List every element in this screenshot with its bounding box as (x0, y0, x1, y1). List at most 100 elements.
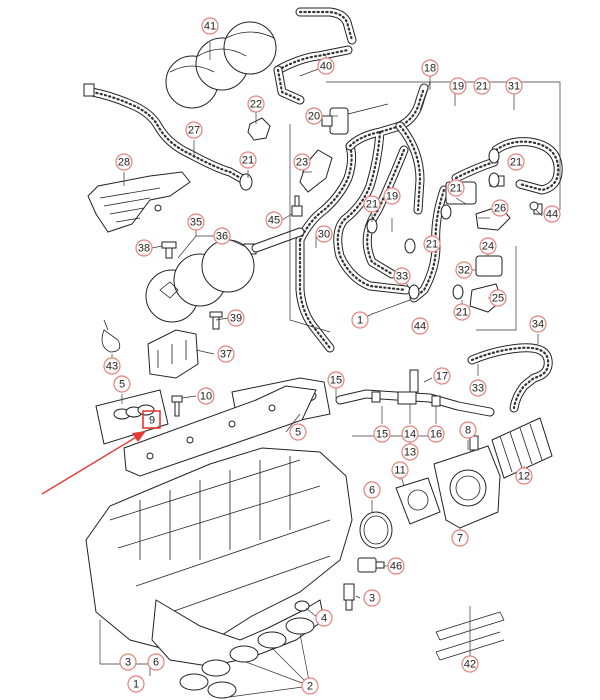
seal-4 (294, 600, 310, 612)
callout-circle (127, 675, 145, 693)
seal-6 (359, 511, 393, 549)
callout-circle (489, 289, 507, 307)
callout-circle (351, 311, 369, 329)
callout-circle (305, 107, 323, 125)
callout-number: 1 (357, 315, 363, 327)
callout-circle (491, 199, 509, 217)
callout-number: 10 (200, 391, 212, 403)
callout-circle (461, 655, 479, 673)
callout-7: 7 (451, 529, 469, 547)
callout-number: 3 (369, 593, 375, 605)
callout-13: 13 (401, 443, 419, 461)
callout-23: 23 (293, 153, 311, 171)
callout-15: 15 (327, 371, 345, 389)
callout-number: 35 (190, 217, 202, 229)
callout-number: 18 (424, 63, 436, 75)
callout-circle (469, 379, 487, 397)
callout-number: 1 (133, 679, 139, 691)
callout-number: 27 (188, 125, 200, 137)
callout-number: 38 (138, 243, 150, 255)
callout-number: 16 (430, 429, 442, 441)
pipe-assembly-13 (335, 369, 495, 417)
callout-17: 17 (433, 367, 451, 385)
gasket-11 (395, 477, 441, 525)
callout-4: 4 (315, 609, 333, 627)
callout-40: 40 (317, 57, 335, 75)
hose-12 (491, 417, 553, 479)
callout-22: 22 (247, 95, 265, 113)
callout-number: 37 (220, 349, 232, 361)
callout-circle (401, 425, 419, 443)
callout-number: 17 (436, 371, 448, 383)
callout-number: 42 (464, 659, 476, 671)
callout-circle (363, 481, 381, 499)
callout-circle (447, 179, 465, 197)
air-chamber-spheres-35 (145, 239, 255, 323)
callout-circle (217, 345, 235, 363)
callout-circle (185, 121, 203, 139)
callout-11: 11 (391, 461, 409, 479)
callout-1: 1 (351, 311, 369, 329)
sensor-3 (343, 583, 355, 611)
clip-22 (247, 117, 271, 141)
callout-circle (315, 609, 333, 627)
callout-number: 21 (450, 183, 462, 195)
callout-number: 21 (476, 81, 488, 93)
callout-33: 33 (469, 379, 487, 397)
callout-number: 15 (330, 375, 342, 387)
callout-number: 11 (394, 465, 405, 477)
callout-circle (113, 375, 131, 393)
callout-number: 9 (149, 415, 155, 427)
callout-44: 44 (411, 317, 429, 335)
throttle-body-7 (433, 445, 501, 529)
callout-15: 15 (373, 425, 391, 443)
callout-circle (119, 653, 137, 671)
callout-circle (197, 387, 215, 405)
callout-18: 18 (421, 59, 439, 77)
callout-42: 42 (461, 655, 479, 673)
callout-circle (201, 17, 219, 35)
callout-number: 24 (482, 241, 494, 253)
callout-41: 41 (201, 17, 219, 35)
callout-27: 27 (185, 121, 203, 139)
callout-circle (115, 153, 133, 171)
callout-number: 4 (321, 613, 327, 625)
callout-number: 21 (426, 239, 438, 251)
hose-30 (295, 141, 357, 353)
callout-6: 6 (147, 653, 165, 671)
callout-30: 30 (315, 225, 333, 243)
callout-10: 10 (197, 387, 215, 405)
connector-36 (243, 227, 305, 255)
callout-number: 13 (404, 447, 416, 459)
hose-clamps-21 (239, 148, 500, 300)
callout-number: 25 (492, 293, 504, 305)
callout-circle (507, 153, 525, 171)
callout-21: 21 (507, 153, 525, 171)
callout-number: 34 (532, 319, 544, 331)
callout-number: 21 (456, 307, 468, 319)
callout-46: 46 (387, 557, 405, 575)
callout-circle (383, 187, 401, 205)
callout-number: 40 (320, 61, 332, 73)
air-chamber-spheres-41 (165, 21, 277, 109)
screw-38 (161, 241, 177, 259)
callout-1: 1 (127, 675, 145, 693)
callout-circle (401, 443, 419, 461)
callout-number: 33 (396, 271, 408, 283)
callout-2: 2 (301, 677, 319, 695)
bracket-37 (147, 329, 199, 379)
callout-number: 8 (465, 425, 471, 437)
callout-21: 21 (239, 151, 257, 169)
callout-circle (187, 213, 205, 231)
callout-37: 37 (217, 345, 235, 363)
callout-number: 5 (119, 379, 125, 391)
callout-21: 21 (453, 303, 471, 321)
callout-circle (265, 211, 283, 229)
screw-39 (209, 311, 223, 330)
callout-number: 30 (318, 229, 330, 241)
callout-circle (455, 261, 473, 279)
callout-16: 16 (427, 425, 445, 443)
